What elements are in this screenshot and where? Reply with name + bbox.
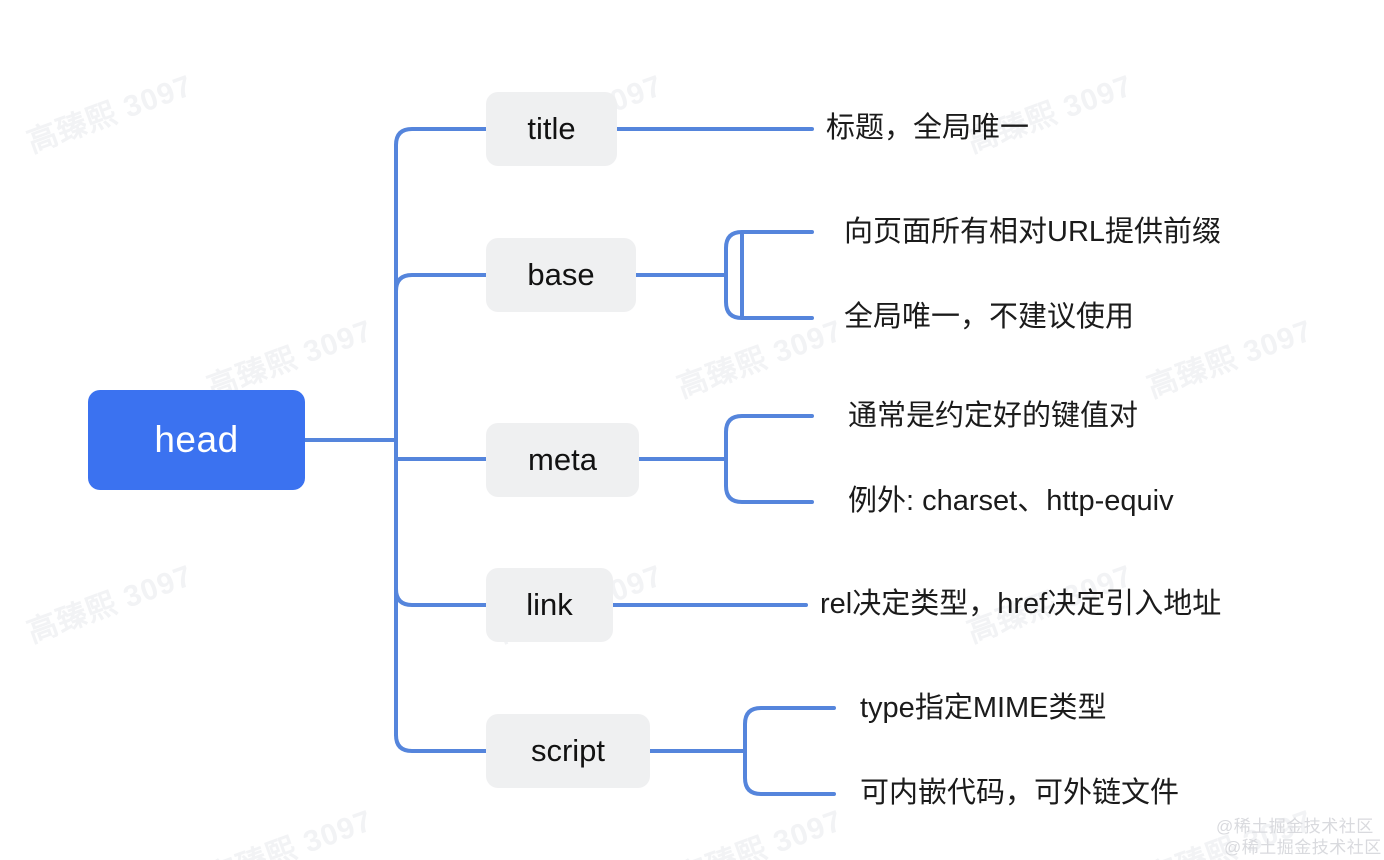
branch-node-label: link <box>526 587 573 622</box>
connector-meta-leaf-1 <box>724 414 814 461</box>
connector-script-leaf-1 <box>743 706 836 753</box>
mindmap-branch-node-base[interactable]: base <box>486 238 636 312</box>
root-node-label: head <box>154 419 239 460</box>
connector-trunk-base <box>394 273 491 293</box>
connector-base-leaf-2 <box>724 273 814 320</box>
mindmap-leaf-meta-2: 例外: charset、http-equiv <box>848 485 1174 517</box>
mindmap-branch-node-title[interactable]: title <box>486 92 617 166</box>
corner-watermark-1: @稀土掘金技术社区 <box>1216 817 1374 836</box>
mindmap-leaf-base-1: 向页面所有相对URL提供前缀 <box>844 216 1222 248</box>
mindmap-branch-node-link[interactable]: link <box>486 568 613 642</box>
branch-node-label: meta <box>528 442 597 477</box>
connector-trunk-link <box>394 587 491 607</box>
connector-meta-leaf-2 <box>724 457 814 504</box>
mindmap-leaf-script-1: type指定MIME类型 <box>860 692 1107 724</box>
mindmap-leaf-link-1: rel决定类型，href决定引入地址 <box>820 588 1222 620</box>
mindmap-leaf-meta-1: 通常是约定好的键值对 <box>848 400 1139 432</box>
mindmap-branch-node-script[interactable]: script <box>486 714 650 788</box>
mindmap-branch-node-meta[interactable]: meta <box>486 423 639 497</box>
connector-script-leaf-2 <box>743 749 836 796</box>
mindmap-leaf-script-2: 可内嵌代码，可外链文件 <box>860 777 1180 809</box>
mindmap-leaf-base-2: 全局唯一，不建议使用 <box>844 301 1135 333</box>
mindmap-root-node[interactable]: head <box>88 390 305 490</box>
connector-trunk-title <box>394 127 491 147</box>
branch-node-label: script <box>530 733 606 768</box>
connector-trunk-script <box>394 733 491 753</box>
mindmap-leaf-title-1: 标题，全局唯一 <box>826 112 1030 144</box>
corner-watermark-2: @稀土掘金技术社区 <box>1224 838 1382 857</box>
branch-node-label: base <box>527 257 595 292</box>
branch-node-label: title <box>527 111 576 146</box>
connector-base-leaf-1 <box>724 230 814 277</box>
